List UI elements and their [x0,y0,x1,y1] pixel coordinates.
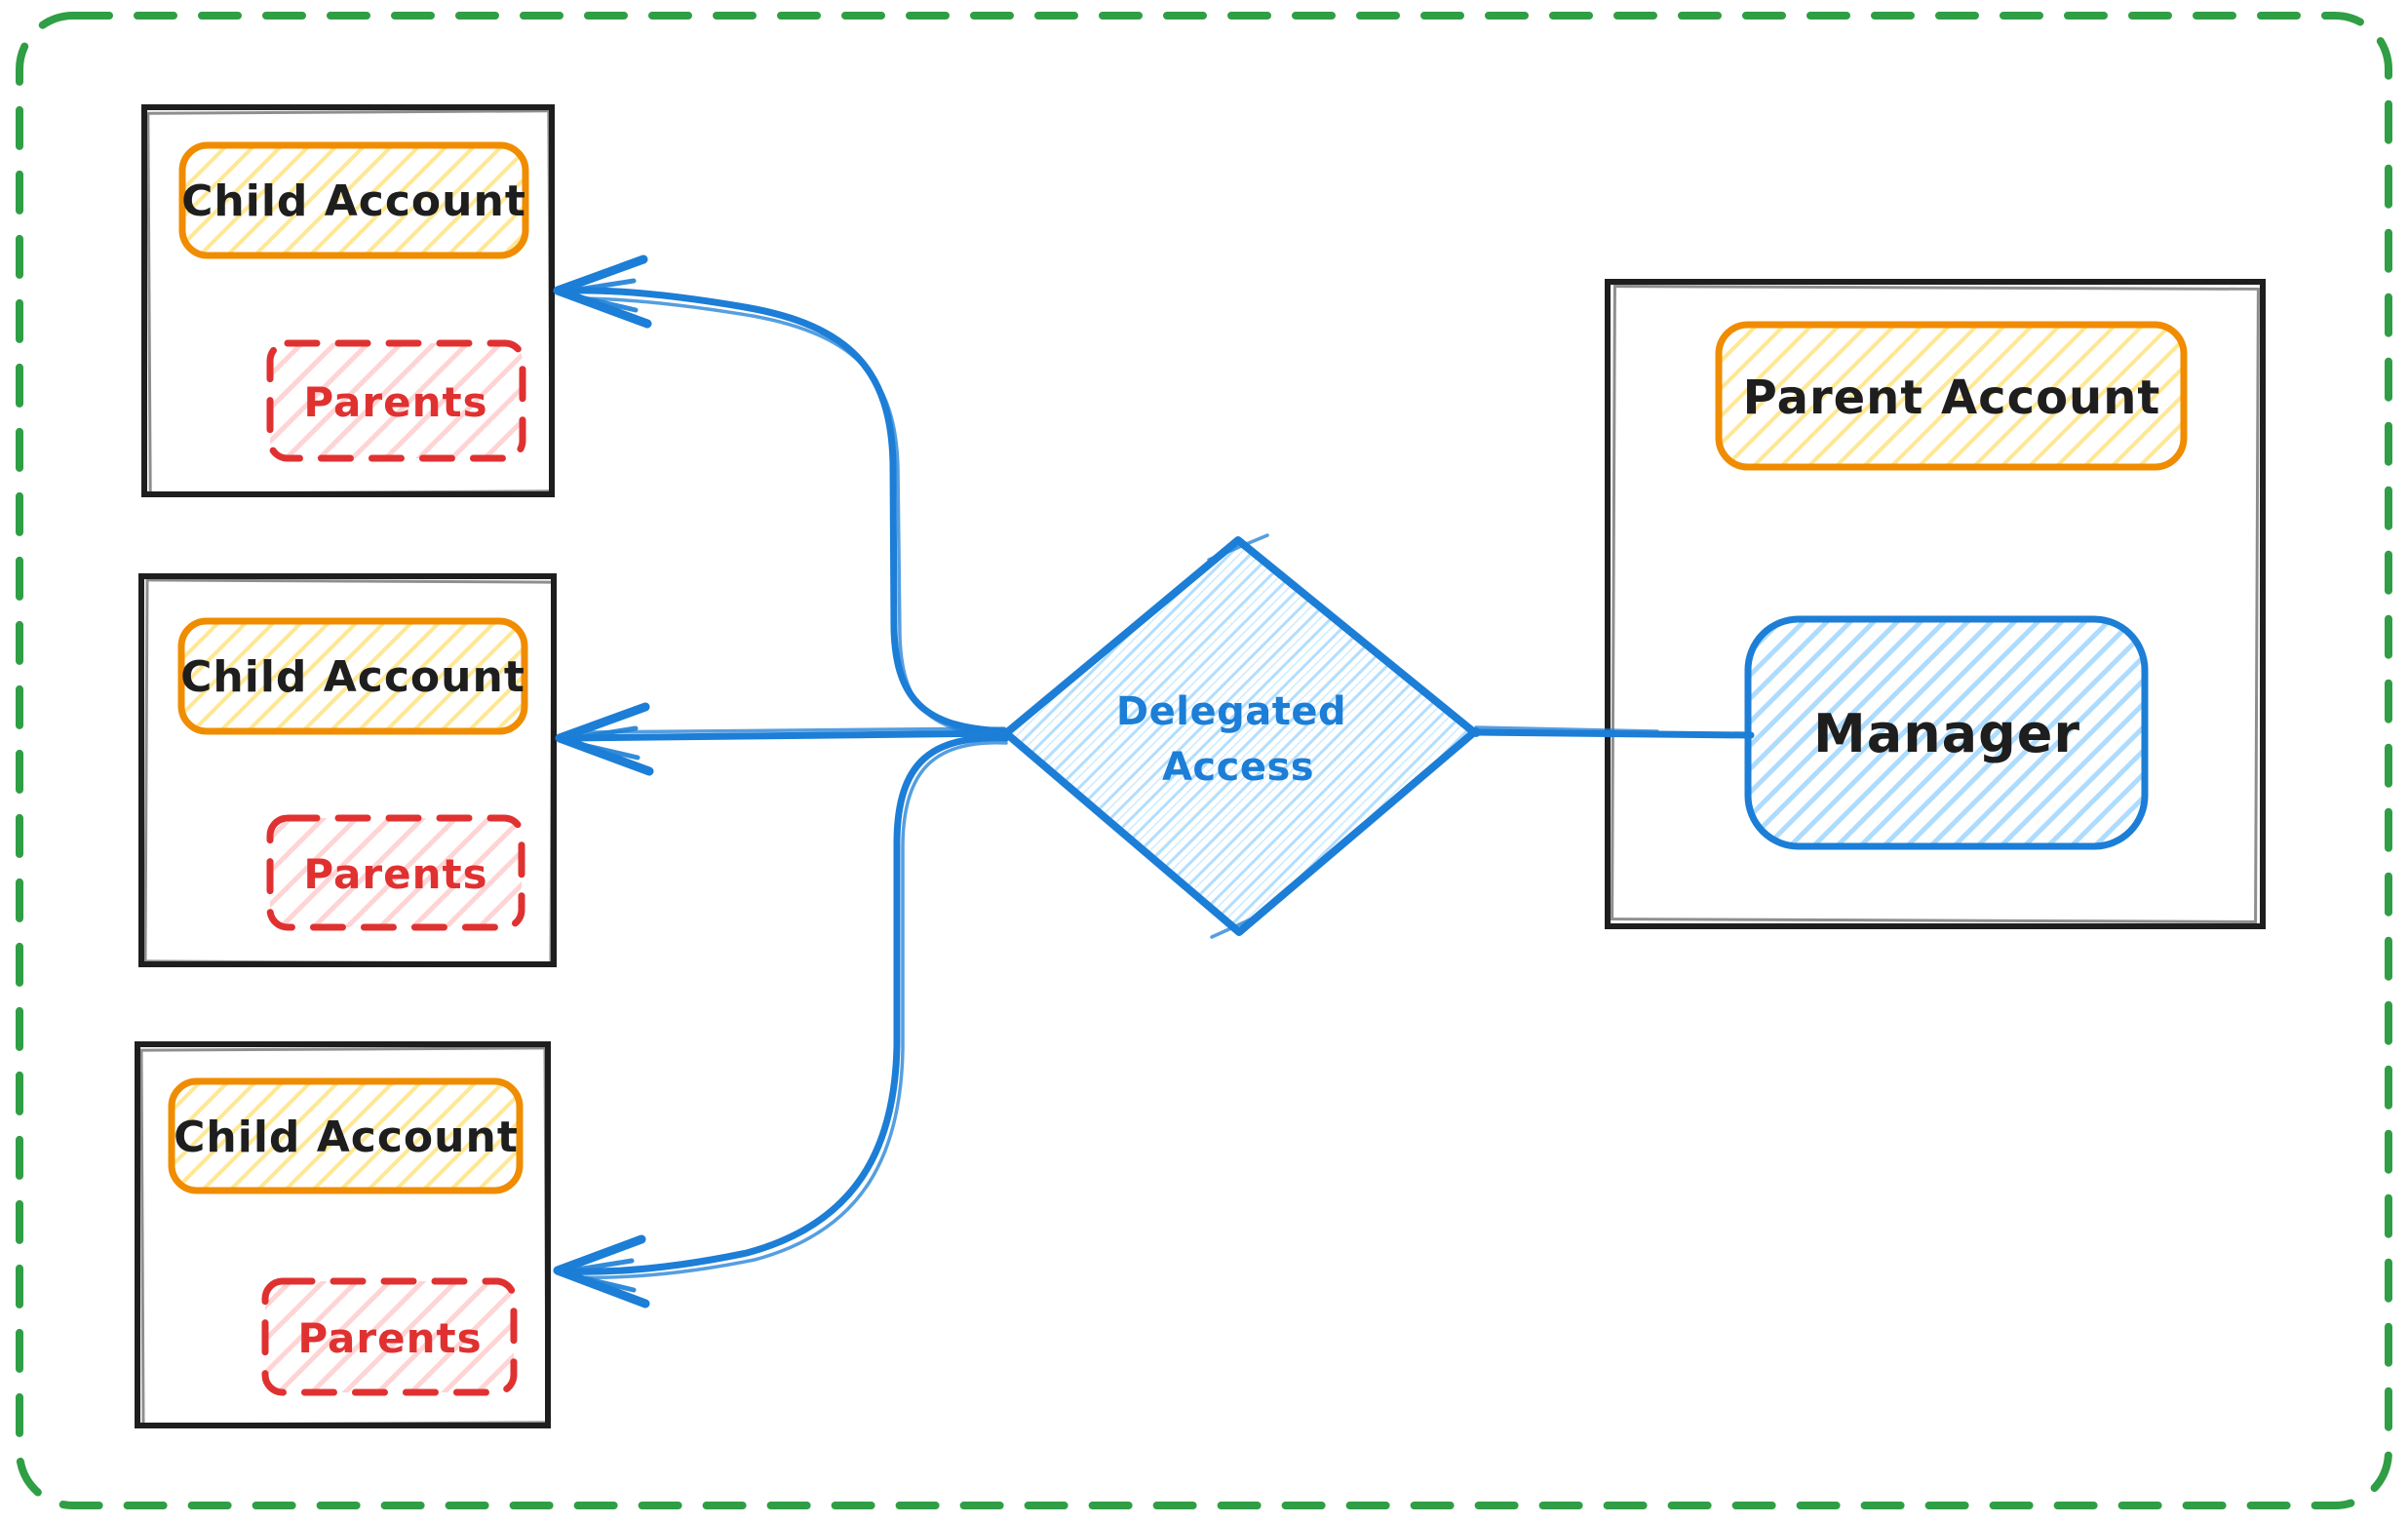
parents-chip [261,1277,518,1396]
parent-account-card: Parent Account Manager [1605,279,2266,929]
manager-to-diamond-line-sketch [1474,725,1659,733]
arrowhead-child-2-sketch [561,725,641,761]
parents-label: Parents [303,378,487,426]
arrow-to-child-1-sketch [573,296,1008,738]
manager-label: Manager [1813,703,2080,764]
parents-chip [266,339,526,462]
child-account-label: Child Account [174,1113,519,1162]
parents-label: Parents [303,850,487,898]
child-account-card-2: Child Account Parents [138,573,557,967]
arrow-to-child-1 [565,287,1010,735]
parent-account-chip [1715,321,2188,471]
arrow-to-child-3-sketch [575,741,1008,1279]
parents-chip [266,814,525,931]
manager-to-diamond-line [1472,728,1755,739]
child-account-chip [177,617,528,735]
arrowhead-child-2 [555,702,654,776]
canvas-dashed-border [16,12,2392,1509]
sketch-tick [1210,911,1267,939]
parents-label: Parents [297,1314,482,1362]
arrow-to-child-3 [567,734,1010,1275]
child-account-chip [178,141,529,259]
arrowhead-child-3-sketch [559,1258,637,1293]
connector-joint [1471,727,1481,737]
child-account-card-1: Child Account Parents [141,104,555,497]
arrowhead-child-1-sketch [559,278,639,313]
connectors [553,254,1755,1309]
arrow-to-child-2 [565,729,1008,742]
child-account-label: Child Account [181,176,526,226]
child-account-chip [168,1077,524,1194]
parent-account-label: Parent Account [1743,371,2161,425]
arrowhead-child-3 [553,1234,650,1309]
decision-label-line1: Delegated [1116,689,1346,734]
arrow-to-child-2-sketch [583,726,1006,734]
arrowhead-child-1 [553,254,652,329]
delegated-access-diamond: Delegated Access [1002,533,1478,939]
child-account-label: Child Account [180,652,525,702]
decision-label-line2: Access [1162,745,1314,790]
sketch-tick [1207,533,1269,562]
child-account-card-3: Child Account Parents [135,1041,551,1428]
